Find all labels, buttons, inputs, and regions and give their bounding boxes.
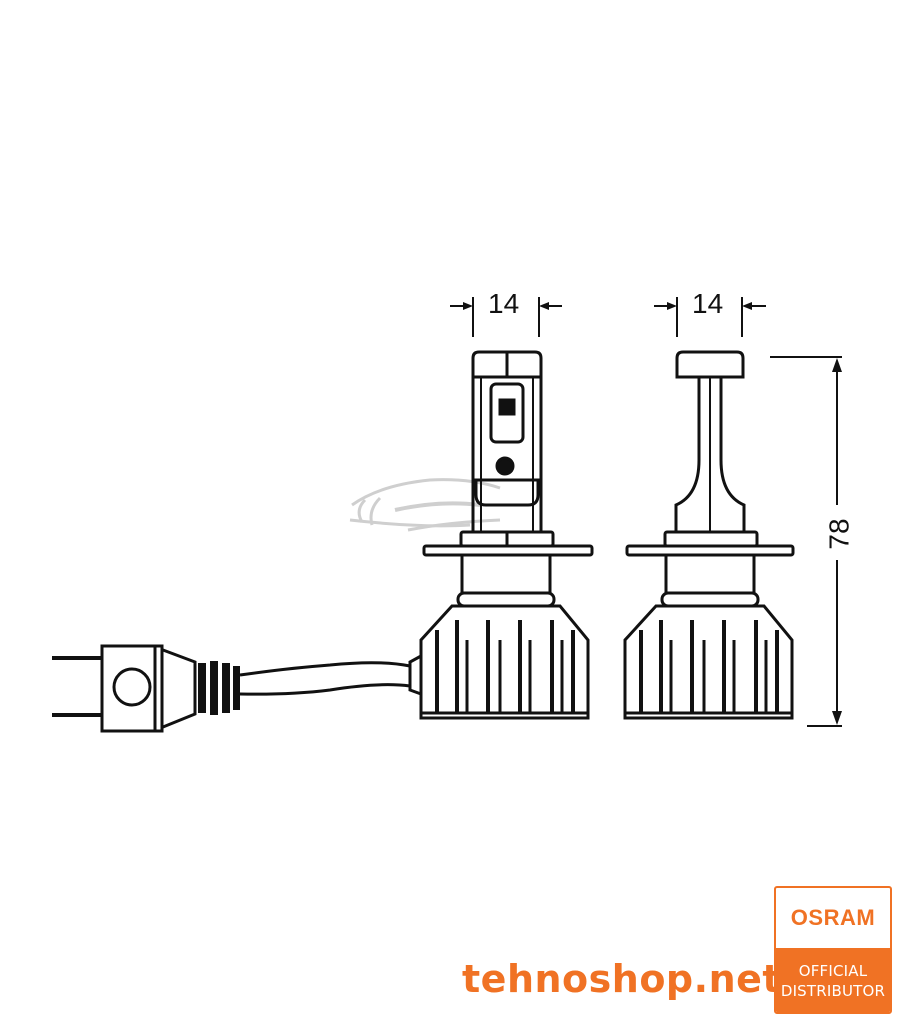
width-dimension-label-front: 14 — [488, 288, 520, 319]
badge-line-distributor: DISTRIBUTOR — [780, 982, 886, 1000]
osram-distributor-badge: OSRAM OFFICIAL DISTRIBUTOR — [774, 886, 892, 1014]
height-dimension-label: 78 — [823, 518, 855, 550]
dimension-lines — [450, 297, 842, 727]
bulb-front-view — [52, 350, 594, 733]
badge-brand-area: OSRAM — [776, 888, 890, 948]
brand-logo-text: OSRAM — [790, 905, 876, 930]
shop-name: tehnoshop.net — [462, 957, 782, 1001]
width-dimension-label-side: 14 — [692, 288, 724, 319]
badge-line-official: OFFICIAL — [798, 962, 868, 980]
bulb-side-view — [623, 350, 795, 720]
badge-label-area: OFFICIAL DISTRIBUTOR — [776, 948, 890, 1012]
